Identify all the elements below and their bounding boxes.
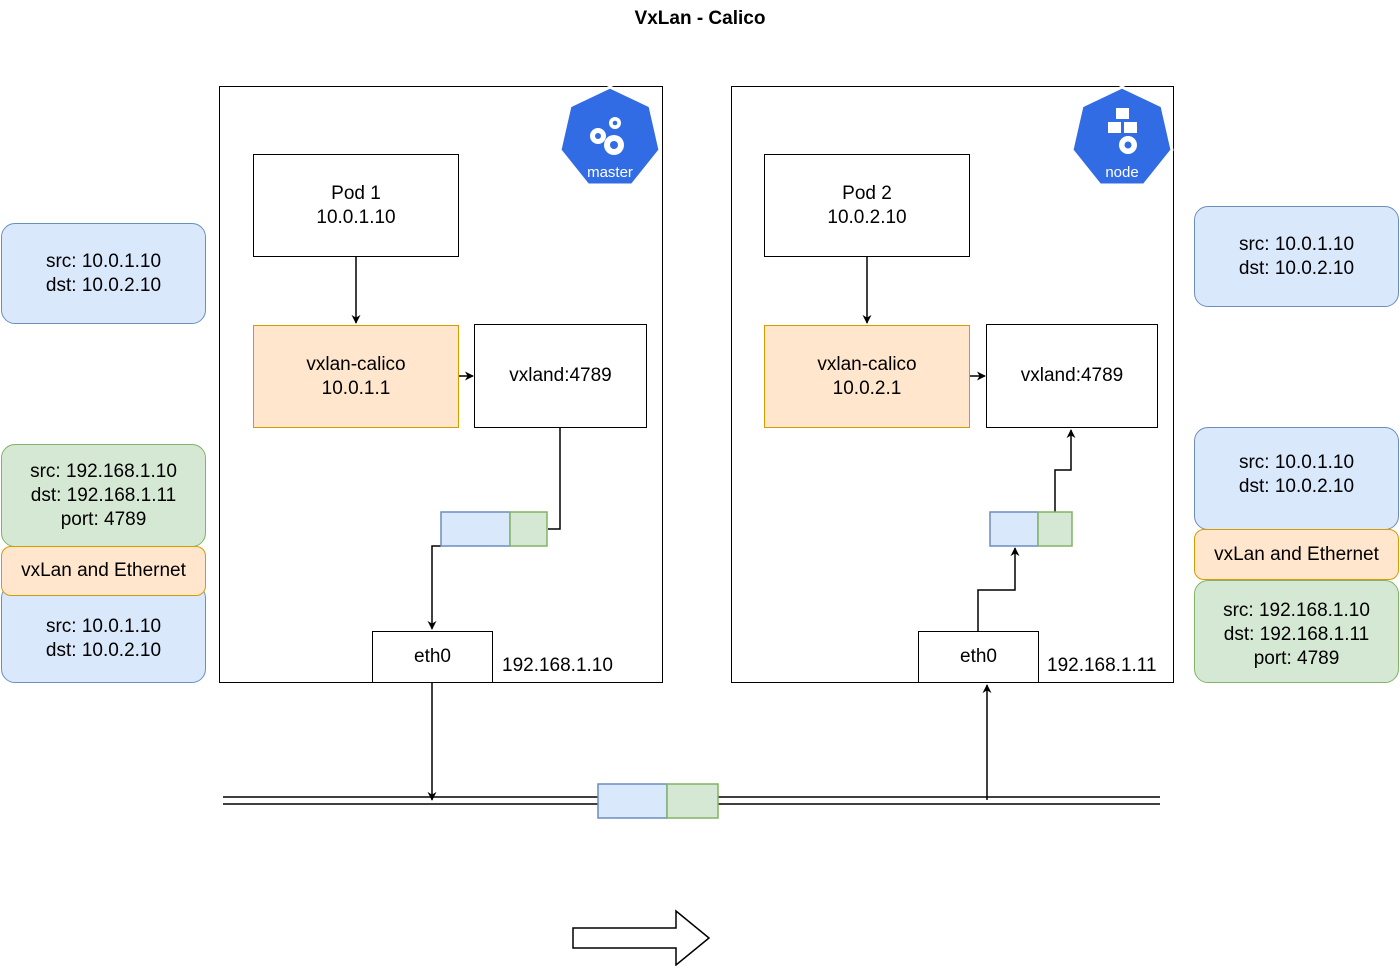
arrow-packet-to-vxland-node: [1054, 429, 1076, 512]
node-vxland-daemon: vxland:4789: [986, 324, 1158, 428]
packet-on-wire: [597, 783, 719, 819]
arrow-eth0-to-packet-node: [977, 547, 1020, 631]
packet-node: [989, 511, 1073, 547]
right-inner-packet-header: src: 10.0.1.10 dst: 10.0.2.10: [1194, 206, 1399, 307]
right-encapsulation-label: vxLan and Ethernet: [1194, 529, 1399, 580]
master-eth0-interface: eth0: [372, 631, 493, 683]
kubernetes-node-icon: node: [1070, 85, 1174, 187]
node-ip-address: 192.168.1.11: [1047, 655, 1157, 676]
right-inner-packet-header-encapsulated: src: 10.0.1.10 dst: 10.0.2.10: [1194, 427, 1399, 530]
master-vxland-daemon: vxland:4789: [474, 324, 647, 428]
master-vxlan-calico-interface: vxlan-calico 10.0.1.1: [253, 325, 459, 428]
pod-2-box: Pod 2 10.0.2.10: [764, 154, 970, 257]
left-inner-packet-header: src: 10.0.1.10 dst: 10.0.2.10: [1, 223, 206, 324]
master-badge-label: master: [587, 164, 633, 181]
left-outer-packet-header: src: 192.168.1.10 dst: 192.168.1.11 port…: [1, 444, 206, 547]
kubernetes-master-icon: master: [558, 85, 662, 187]
node-badge-label: node: [1105, 164, 1138, 181]
pod-1-box: Pod 1 10.0.1.10: [253, 154, 459, 257]
node-eth0-interface: eth0: [918, 631, 1039, 683]
diagram-title: VxLan - Calico: [634, 8, 766, 29]
left-encapsulation-label: vxLan and Ethernet: [1, 546, 206, 596]
edge-vxland-to-packet-master: [548, 428, 561, 530]
packet-master: [440, 511, 548, 547]
master-ip-address: 192.168.1.10: [502, 655, 613, 676]
arrow-packet-to-eth0-master: [427, 545, 441, 630]
node-vxlan-calico-interface: vxlan-calico 10.0.2.1: [764, 325, 970, 428]
direction-arrow-icon: [572, 909, 711, 966]
right-outer-packet-header: src: 192.168.1.10 dst: 192.168.1.11 port…: [1194, 580, 1399, 683]
left-inner-packet-header-encapsulated: src: 10.0.1.10 dst: 10.0.2.10: [1, 584, 206, 683]
